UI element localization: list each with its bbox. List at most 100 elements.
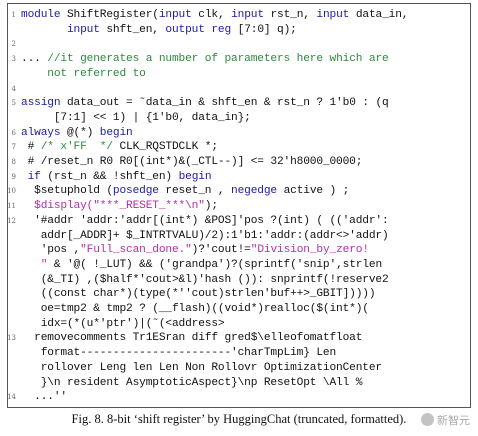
code-token: )?'cout!=	[191, 244, 251, 257]
code-text: # /* x'FF */ CLK_RQSTDCLK *;	[21, 139, 219, 156]
code-text: addr[_ADDR]+ $_INTRTVALU)/2):1'b1:'addr:…	[21, 228, 389, 245]
code-line: 'pos ,"Full_scan_done.")?'cout!="Divisio…	[8, 242, 470, 259]
code-line: not referred to	[8, 66, 470, 83]
code-token: & '@( !_LUT) && ('grandpa')?(sprintf('sn…	[47, 258, 383, 271]
code-line: 7 # /* x'FF */ CLK_RQSTDCLK *;	[8, 139, 470, 156]
code-text: idx=(*(u*'ptr')|(˜(<address>	[21, 316, 225, 333]
code-line: " & '@( !_LUT) && ('grandpa')?(sprintf('…	[8, 257, 470, 274]
code-token: $setuphold (	[21, 185, 113, 198]
code-token: //it generates a number of parameters he…	[47, 53, 389, 66]
code-line: idx=(*(u*'ptr')|(˜(<address>	[8, 316, 470, 333]
code-line: 13 removecomments Tr1ESran diff gred$\el…	[7, 330, 470, 347]
code-text: if (rst_n && !shft_en) begin	[21, 169, 212, 186]
code-token: ...''	[21, 391, 67, 404]
code-token: "	[21, 258, 48, 271]
line-number: 10	[7, 187, 16, 196]
code-text: $display("***_RESET_***\n");	[21, 198, 218, 215]
code-token: );	[204, 200, 218, 213]
code-line: rollover Leng len Len Non Rollovr Optimi…	[8, 360, 470, 377]
code-token: assign	[21, 97, 61, 110]
code-token: begin	[99, 126, 133, 139]
code-token: posedge	[112, 185, 159, 198]
code-token: 'pos ,	[21, 244, 81, 257]
code-line: format-----------------------'charTmpLim…	[8, 345, 470, 362]
code-text: rollover Leng len Len Non Rollovr Optimi…	[21, 360, 382, 377]
code-text: " & '@( !_LUT) && ('grandpa')?(sprintf('…	[21, 257, 382, 274]
code-text: $setuphold (posedge reset_n , negedge ac…	[21, 183, 349, 200]
code-token: shft_en,	[99, 23, 166, 36]
code-line: 14 ...''	[7, 389, 470, 406]
code-line: [7:1] << 1) | {1'b0, data_in};	[8, 110, 470, 127]
code-text: [7:1] << 1) | {1'b0, data_in};	[21, 110, 251, 127]
code-token: active ) ;	[277, 185, 350, 198]
code-token: ...	[21, 53, 48, 66]
line-number: 12	[7, 216, 16, 225]
line-number: 2	[11, 40, 16, 49]
code-line: (&_TI) ,($half*'cout>&l)'hash ()): snpri…	[8, 272, 470, 289]
code-token: "Full_scan_done."	[80, 244, 192, 257]
code-line: oe=tmp2 & tmp2 ? (__flash)((void*)reallo…	[8, 301, 470, 318]
code-text: # /reset_n R0 R0[(int*)&(_CTL--)] <= 32'…	[21, 154, 363, 171]
code-token: "***_RESET_***\n"	[93, 200, 205, 213]
code-text: ...''	[21, 389, 67, 406]
code-token: #	[21, 141, 41, 154]
code-text: module ShiftRegister(input clk, input rs…	[21, 7, 408, 24]
line-number: 13	[7, 334, 16, 343]
code-token: reset_n ,	[158, 185, 232, 198]
code-token: addr[_ADDR]+ $_INTRTVALU)/2):1'b1:'addr:…	[21, 229, 389, 242]
code-text: (&_TI) ,($half*'cout>&l)'hash ()): snpri…	[21, 272, 389, 289]
watermark-text: 新智元	[437, 414, 470, 427]
code-token: [7:1] << 1) | {1'b0, data_in};	[21, 111, 251, 124]
code-text: format-----------------------'charTmpLim…	[21, 345, 337, 362]
code-token: clk,	[191, 9, 232, 21]
code-token: (rst_n && !shft_en)	[40, 170, 179, 183]
code-token: }\n resident AsymptoticAspect}\np ResetO…	[21, 376, 363, 389]
code-token: input	[316, 9, 350, 21]
line-number: 7	[11, 143, 16, 152]
figure-caption: Fig. 8. 8-bit ‘shift register’ by Huggin…	[71, 412, 407, 426]
code-token: if	[27, 170, 41, 183]
code-line: 11 $display("***_RESET_***\n");	[7, 198, 470, 215]
code-line: 9 if (rst_n && !shft_en) begin	[8, 169, 470, 186]
code-line: input shft_en, output reg [7:0] q);	[8, 22, 470, 39]
code-token	[21, 171, 28, 183]
code-line: 10 $setuphold (posedge reset_n , negedge…	[7, 183, 470, 200]
code-line: ((const char*)(type(*''cout)strlen'buf++…	[8, 286, 470, 303]
watermark: 新智元	[421, 412, 470, 428]
line-number: 4	[11, 84, 16, 93]
code-text: oe=tmp2 & tmp2 ? (__flash)((void*)reallo…	[21, 301, 369, 318]
line-number: 8	[11, 158, 16, 166]
watermark-logo-icon	[421, 413, 434, 426]
code-token: ((const char*)(type(*''cout)strlen'buf++…	[21, 288, 376, 301]
code-token: rst_n,	[263, 9, 317, 21]
code-token: input	[158, 9, 192, 21]
code-text: '#addr 'addr:'addr[(int*) &POS]'pos ?(in…	[21, 213, 389, 230]
code-token: CLK_RQSTDCLK *;	[112, 141, 218, 154]
code-text: assign data_out = ˜data_in & shft_en & r…	[21, 95, 389, 112]
code-token: always	[21, 126, 61, 139]
code-text: ((const char*)(type(*''cout)strlen'buf++…	[21, 286, 376, 303]
code-token: idx=(*(u*'ptr')|(˜(<address>	[21, 317, 225, 330]
code-line: 8 # /reset_n R0 R0[(int*)&(_CTL--)] <= 3…	[8, 154, 470, 171]
line-number: 6	[11, 128, 16, 137]
code-token: /* x'FF */	[40, 141, 113, 154]
code-token: '#addr 'addr:'addr[(int*) &POS]'pos ?(in…	[21, 214, 389, 227]
code-token: format-----------------------'charTmpLim…	[21, 347, 337, 360]
code-token	[21, 24, 67, 36]
code-text: not referred to	[21, 66, 146, 83]
code-text: }\n resident AsymptoticAspect}\np ResetO…	[21, 375, 363, 392]
code-token: rollover Leng len Len Non Rollovr Optimi…	[21, 361, 382, 374]
code-text: ... //it generates a number of parameter…	[21, 51, 389, 68]
code-token: input	[231, 9, 264, 21]
code-text: removecomments Tr1ESran diff gred$\elleo…	[21, 330, 362, 347]
code-token: data_in,	[349, 9, 409, 21]
code-token: ShiftRegister(	[60, 9, 159, 21]
line-number: 11	[7, 202, 16, 211]
code-text: input shft_en, output reg [7:0] q);	[21, 22, 297, 39]
code-line: 2	[8, 36, 470, 53]
code-line: addr[_ADDR]+ $_INTRTVALU)/2):1'b1:'addr:…	[8, 228, 470, 245]
code-token: $display(	[21, 200, 94, 213]
